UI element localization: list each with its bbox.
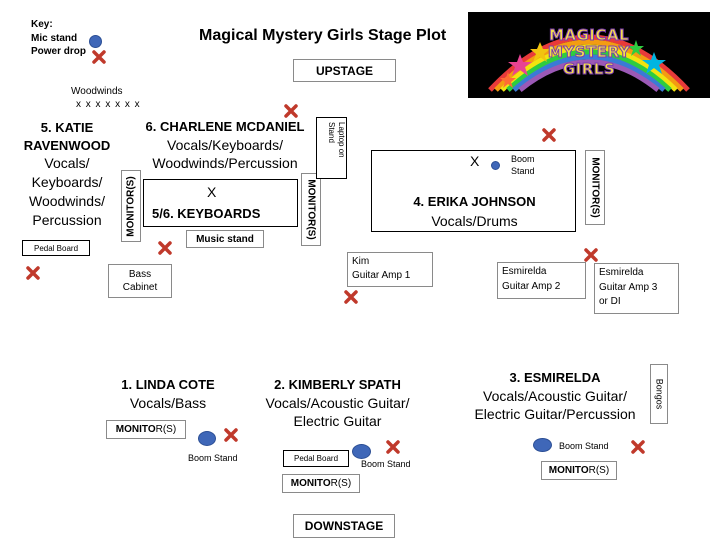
kim-amp-line1: Kim [352,256,370,267]
monitor-vertical-right-label: MONITOR(S) [589,157,601,218]
performer-erika-name: 4. ERIKA JOHNSON [413,194,536,209]
drum-boom-line1: Boom [511,154,535,164]
performer-charlene-name: 6. CHARLENE MCDANIEL [145,119,305,134]
performer-katie-name: 5. KATIE [40,120,94,135]
pedal-board-left: Pedal Board [22,240,90,256]
power-drop-icon [26,266,40,280]
esm-amp3-line1: Esmirelda [599,267,644,278]
performer-katie-role-2: Keyboards/ [31,173,103,190]
boom-stand-kimberly: Boom Stand [361,459,411,469]
performer-linda-name: 1. LINDA COTE [121,377,215,392]
performer-charlene-role-2: Woodwinds/Percussion [152,155,298,172]
performer-charlene: 6. CHARLENE MCDANIEL Vocals/Keyboards/ W… [135,118,315,173]
performer-katie-role-4: Percussion [32,211,102,228]
performer-kimberly-role-1: Vocals/Acoustic Guitar/ [265,394,410,411]
monitor-esmirelda-rest: R(S) [588,465,610,476]
power-drop-icon [224,428,238,442]
key-heading: Key: [31,19,53,30]
performer-erika-role: Vocals/Drums [431,213,518,229]
logo-text-line2: MYSTERY [547,43,631,62]
mic-stand-icon [491,161,500,170]
esm-amp2-line2: Guitar Amp 2 [502,280,561,292]
woodwinds-label: Woodwinds [71,86,123,97]
performer-kimberly-role-2: Electric Guitar [293,413,382,430]
keyboards-box: X 5/6. KEYBOARDS [143,179,298,227]
keyboards-position-mark: X [207,184,217,200]
pedal-board-center: Pedal Board [283,450,349,467]
laptop-line1: Laptop on [337,122,346,158]
logo-text-line3: GIRLS [562,60,616,79]
drum-position-mark: X [470,153,480,169]
woodwinds-marks: x x x x x x x [76,99,141,110]
page-title: Magical Mystery Girls Stage Plot [199,27,447,44]
boom-stand-linda: Boom Stand [188,453,238,463]
performer-katie: 5. KATIE RAVENWOOD Vocals/ Keyboards/ Wo… [12,119,122,230]
key-mic-stand-label: Mic stand [31,33,78,44]
key-mic-stand-icon [89,35,102,48]
drum-boom-line2: Stand [511,165,535,176]
logo-text-line1: MAGICAL [548,26,630,45]
performer-katie-role-3: Woodwinds/ [28,192,105,209]
bass-cabinet-line2: Cabinet [122,282,158,293]
rainbow-logo-icon [488,34,690,92]
esm-amp2-line1: Esmirelda [502,266,547,277]
drum-riser: X Boom Stand 4. ERIKA JOHNSON Vocals/Dru… [371,150,576,232]
bass-cabinet: Bass Cabinet [108,264,172,298]
monitor-linda-bold: MONITO [115,424,156,435]
laptop-line2: Stand [327,122,337,143]
band-logo: MAGICAL MYSTERY GIRLS [468,12,710,98]
performer-esmirelda: 3. ESMIRELDA Vocals/Acoustic Guitar/ Ele… [465,369,645,424]
monitor-vertical-left: MONITOR(S) [121,170,141,242]
bass-cabinet-line1: Bass [128,268,152,280]
drum-boom-stand: Boom Stand [511,154,535,177]
performer-esmirelda-role-2: Electric Guitar/Percussion [474,406,636,423]
power-drop-icon [542,128,556,142]
key-power-drop-label: Power drop [31,46,87,57]
monitor-esmirelda-bold: MONITO [548,465,589,476]
power-drop-icon [158,241,172,255]
music-stand: Music stand [186,230,264,248]
laptop-stand: Laptop on Stand [316,117,347,179]
power-drop-icon [386,440,400,454]
power-drop-icon [284,104,298,118]
bongos: Bongos [650,364,668,424]
monitor-vertical-right: MONITOR(S) [585,150,605,225]
upstage-label: UPSTAGE [293,59,396,82]
keyboards-label: 5/6. KEYBOARDS [152,206,261,221]
power-drop-icon [631,440,645,454]
performer-linda-role: Vocals/Bass [129,394,207,411]
boom-stand-esmirelda: Boom Stand [559,441,609,451]
performer-linda: 1. LINDA COTE Vocals/Bass [108,376,228,412]
power-drop-icon [344,290,358,304]
mic-stand-icon [533,438,552,452]
power-drop-icon [584,248,598,262]
mic-stand-icon [198,431,216,446]
performer-esmirelda-name: 3. ESMIRELDA [509,370,601,385]
kim-amp-line2: Guitar Amp 1 [352,269,411,281]
performer-esmirelda-role-1: Vocals/Acoustic Guitar/ [483,387,627,404]
monitor-kimberly-bold: MONITO [290,478,331,489]
key-power-drop-icon [92,50,106,64]
esmirelda-amp-3: Esmirelda Guitar Amp 3 or DI [594,263,679,314]
monitor-kimberly-rest: R(S) [330,478,352,489]
esm-amp3-line2: Guitar Amp 3 [599,281,658,293]
performer-katie-name-2: RAVENWOOD [23,137,111,153]
mic-stand-icon [352,444,371,459]
performer-kimberly-name: 2. KIMBERLY SPATH [274,377,401,392]
performer-katie-role-1: Vocals/ [44,155,90,172]
performer-charlene-role-1: Vocals/Keyboards/ [167,136,283,153]
esm-amp3-line3: or DI [599,296,621,307]
performer-kimberly: 2. KIMBERLY SPATH Vocals/Acoustic Guitar… [255,376,420,431]
kim-guitar-amp: Kim Guitar Amp 1 [347,252,433,287]
bongos-label: Bongos [654,378,664,410]
monitor-vertical-center: MONITOR(S) [301,173,321,246]
monitor-vertical-left-label: MONITOR(S) [125,175,137,237]
monitor-linda-rest: R(S) [155,424,177,435]
downstage-label: DOWNSTAGE [293,514,395,538]
monitor-vertical-center-label: MONITOR(S) [305,179,317,240]
esmirelda-amp-2: Esmirelda Guitar Amp 2 [497,262,586,299]
